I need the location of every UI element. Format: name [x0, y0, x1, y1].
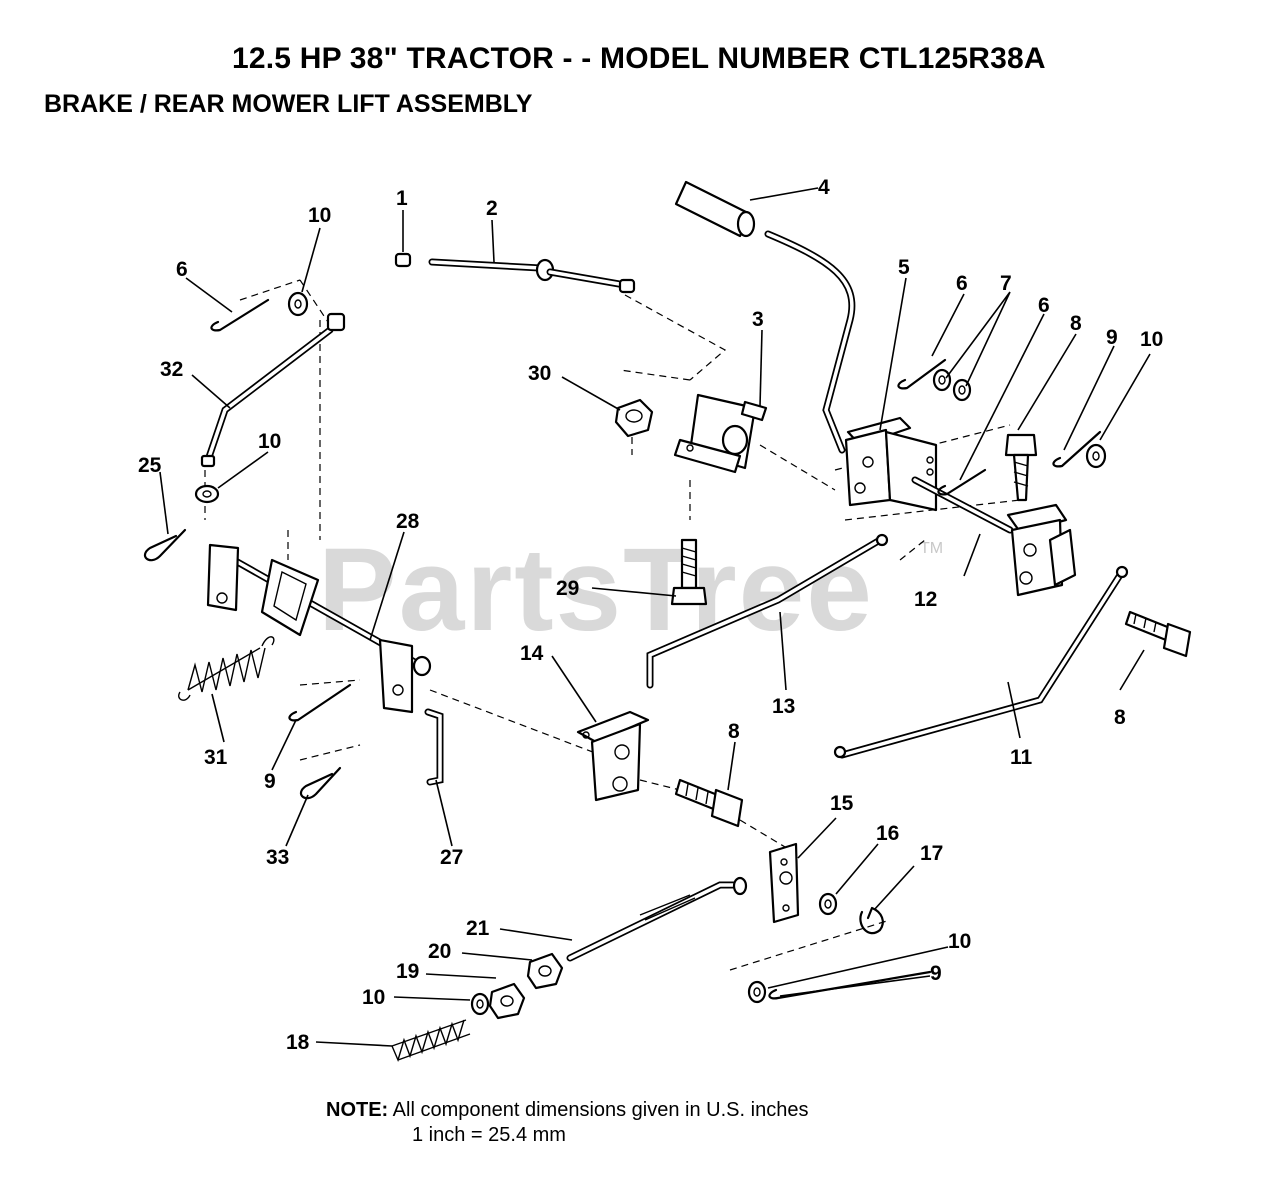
callout-9: 9 [930, 962, 942, 985]
callout-6: 6 [176, 258, 188, 281]
part-28-rock-shaft [206, 543, 432, 714]
callout-25: 25 [138, 454, 162, 477]
trademark-mark: TM [920, 540, 944, 557]
part-29-bolt [670, 538, 708, 606]
callout-13: 13 [772, 695, 795, 718]
part-30-hex-nut [614, 398, 654, 438]
callout-3: 3 [752, 308, 764, 331]
part-8-bolt-lower [674, 778, 744, 828]
diagram-subtitle: BRAKE / REAR MOWER LIFT ASSEMBLY [44, 90, 533, 118]
alignment-lines [204, 279, 1021, 971]
part-27-link [424, 708, 444, 786]
callout-20: 20 [428, 940, 451, 963]
callout-27: 27 [440, 846, 463, 869]
part-19-nut [488, 982, 526, 1020]
part-31-spring [178, 636, 275, 701]
callout-29: 29 [556, 577, 579, 600]
part-20-nut [526, 952, 564, 990]
part-14-bracket [576, 710, 650, 802]
callout-10: 10 [362, 986, 385, 1009]
part-11-lift-link [833, 565, 1129, 759]
callout-12: 12 [914, 588, 937, 611]
callout-4: 4 [818, 176, 830, 199]
parts-tree-watermark: PartsTree [318, 524, 874, 656]
callout-9: 9 [264, 770, 276, 793]
part-18-spring [391, 1019, 471, 1063]
part-4-handle-grip [674, 180, 756, 238]
callout-8: 8 [1114, 706, 1126, 729]
callout-28: 28 [396, 510, 420, 533]
callout-10: 10 [1140, 328, 1163, 351]
callout-11: 11 [1010, 746, 1033, 769]
callout-5: 5 [898, 256, 910, 279]
part-2-brake-rod [428, 258, 636, 294]
part-1-pin [394, 252, 412, 268]
callout-16: 16 [876, 822, 899, 845]
washers [194, 291, 1107, 1016]
callout-1: 1 [396, 187, 408, 210]
cotter-pins [210, 298, 1102, 1000]
callout-30: 30 [528, 362, 551, 385]
part-3-brake-bracket [673, 393, 768, 474]
part-32-lift-link [200, 312, 346, 468]
callout-33: 33 [266, 846, 289, 869]
callout-7: 7 [1000, 272, 1012, 295]
callout-19: 19 [396, 960, 419, 983]
callout-6: 6 [1038, 294, 1050, 317]
part-8-bolt-upper [1004, 433, 1038, 502]
callout-21: 21 [466, 917, 490, 940]
part-13-brake-rod [646, 533, 889, 689]
leader-lines [159, 187, 1151, 1047]
diagram-title: 12.5 HP 38" TRACTOR - - MODEL NUMBER CTL… [232, 42, 1046, 75]
hairpin-clips [143, 528, 342, 800]
note-line-2: 1 inch = 25.4 mm [412, 1124, 566, 1146]
part-5-handle-bracket [844, 416, 938, 512]
part-15-link-plate [768, 842, 800, 924]
part-12-cross-shaft [911, 476, 1077, 597]
note-line-1: All component dimensions given in U.S. i… [392, 1099, 809, 1121]
callout-6: 6 [956, 272, 968, 295]
callout-15: 15 [830, 792, 854, 815]
part-17-clip [859, 906, 884, 935]
callout-17: 17 [920, 842, 943, 865]
part-21-threaded-rod [566, 876, 748, 962]
lift-handle-rod [764, 230, 856, 454]
callout-8: 8 [1070, 312, 1082, 335]
note-label: NOTE: [326, 1099, 389, 1121]
callout-10: 10 [308, 204, 331, 227]
callout-10: 10 [948, 930, 971, 953]
callout-31: 31 [204, 746, 228, 769]
callout-14: 14 [520, 642, 544, 665]
callout-18: 18 [286, 1031, 310, 1054]
part-8-bolt-right [1124, 610, 1192, 658]
callout-labels: 1 2 4 3 5 6 6 6 7 8 8 8 9 9 9 10 10 10 1… [138, 176, 1163, 1054]
dimension-note: NOTE: All component dimensions given in … [326, 1099, 808, 1122]
callout-8: 8 [728, 720, 740, 743]
callout-32: 32 [160, 358, 183, 381]
callout-9: 9 [1106, 326, 1118, 349]
callout-10: 10 [258, 430, 281, 453]
callout-2: 2 [486, 197, 498, 220]
